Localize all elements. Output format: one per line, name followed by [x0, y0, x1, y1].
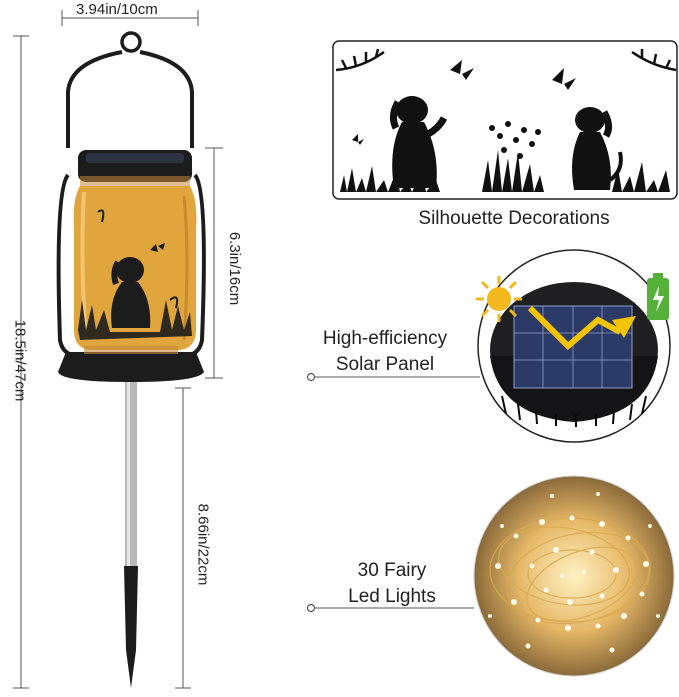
- silhouette-illustration: [332, 40, 678, 200]
- stake-height-dimension-label: 8.66in/22cm: [194, 503, 212, 585]
- lantern-illustration: [13, 10, 223, 689]
- solar-panel-illustration: [306, 249, 671, 443]
- solar-caption-line1: High-efficiency: [322, 328, 448, 349]
- jar-height-dimension-label: 6.3in/16cm: [226, 231, 244, 305]
- fairy-lights-illustration: [306, 475, 675, 677]
- sun-icon: [474, 274, 524, 324]
- solar-caption-line2: Solar Panel: [335, 353, 435, 375]
- total-height-dimension-label: 18.5in/47cm: [11, 319, 29, 401]
- fairy-lights-callout: [302, 466, 679, 686]
- solar-panel-callout: [302, 246, 679, 446]
- silhouette-caption: Silhouette Decorations: [418, 208, 610, 229]
- lantern-product: [0, 0, 260, 692]
- arrow-icon: [527, 298, 640, 354]
- lights-caption-line1: 30 Fairy: [357, 560, 427, 581]
- solar-caption: High-efficiency Solar Panel: [306, 326, 464, 377]
- battery-icon: [644, 272, 672, 322]
- lights-caption-line2: Led Lights: [348, 585, 436, 607]
- width-dimension-label: 3.94in/10cm: [76, 1, 158, 18]
- lights-caption: 30 Fairy Led Lights: [322, 558, 462, 609]
- silhouette-panel: [332, 40, 679, 200]
